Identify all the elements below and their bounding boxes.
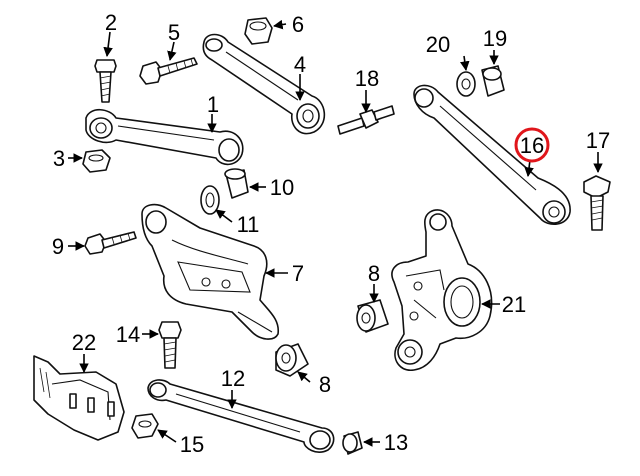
- callout-6: 6: [292, 12, 304, 37]
- bolt-part-17: [583, 175, 611, 231]
- callout-18: 18: [355, 66, 379, 91]
- callout-4: 4: [294, 52, 306, 77]
- nut-part-6: [244, 17, 273, 45]
- callout-19: 19: [483, 26, 507, 51]
- leader-15: [157, 429, 177, 443]
- washer-part-20: [456, 71, 476, 97]
- callout-8-lower: 8: [319, 372, 331, 397]
- leader-11: [215, 209, 233, 223]
- lateral-arm-part-16: [413, 84, 571, 225]
- callout-8-right: 8: [368, 261, 380, 286]
- callout-12: 12: [221, 366, 245, 391]
- bushing-part-19: [481, 65, 505, 97]
- callout-22: 22: [72, 330, 96, 355]
- callout-1: 1: [207, 92, 219, 117]
- nut-part-15: [131, 413, 159, 439]
- bolt-part-5: [139, 57, 198, 85]
- bushing-part-8-lower: [275, 343, 309, 377]
- highlight-circle-16: [514, 127, 550, 163]
- callout-11: 11: [237, 212, 260, 237]
- leader-16: [524, 159, 534, 177]
- callout-9: 9: [52, 234, 64, 259]
- knuckle-part-21: [391, 209, 493, 371]
- leader-8-lower: [297, 371, 311, 383]
- callout-3: 3: [53, 146, 65, 171]
- callout-21: 21: [502, 292, 526, 317]
- leader-20: [460, 55, 470, 71]
- link-part-12: [147, 379, 335, 453]
- heat-shield-part-22: [33, 355, 125, 441]
- callout-7: 7: [292, 261, 304, 286]
- callout-5: 5: [168, 20, 180, 45]
- bolt-part-14: [158, 321, 182, 369]
- leader-2: [103, 31, 113, 57]
- bolt-part-9: [84, 231, 137, 255]
- callout-16: 16: [520, 133, 544, 158]
- lower-arm-part-7: [141, 203, 280, 340]
- leader-lines: [68, 19, 603, 447]
- bushing-part-8-right: [356, 299, 389, 333]
- washer-part-11: [200, 185, 220, 215]
- callout-10: 10: [270, 175, 294, 200]
- callout-17: 17: [586, 128, 610, 153]
- callout-13: 13: [384, 430, 408, 455]
- callout-20: 20: [426, 32, 450, 57]
- control-arm-part-1: [85, 108, 244, 166]
- nut-part-3: [82, 149, 111, 173]
- leader-6: [273, 19, 287, 30]
- bolt-part-2: [94, 59, 117, 103]
- leader-5: [167, 41, 177, 61]
- control-arm-part-4: [202, 33, 326, 135]
- callout-14: 14: [116, 322, 140, 347]
- bushing-part-10: [224, 168, 249, 199]
- pin-part-18: [337, 105, 395, 135]
- callout-15: 15: [180, 432, 204, 457]
- callout-labels: 1 2 3 4 5 6 7 8 8 9 10 11 12 13 14 15 16…: [52, 10, 610, 457]
- callout-2: 2: [105, 10, 117, 35]
- bushing-part-13: [342, 431, 363, 455]
